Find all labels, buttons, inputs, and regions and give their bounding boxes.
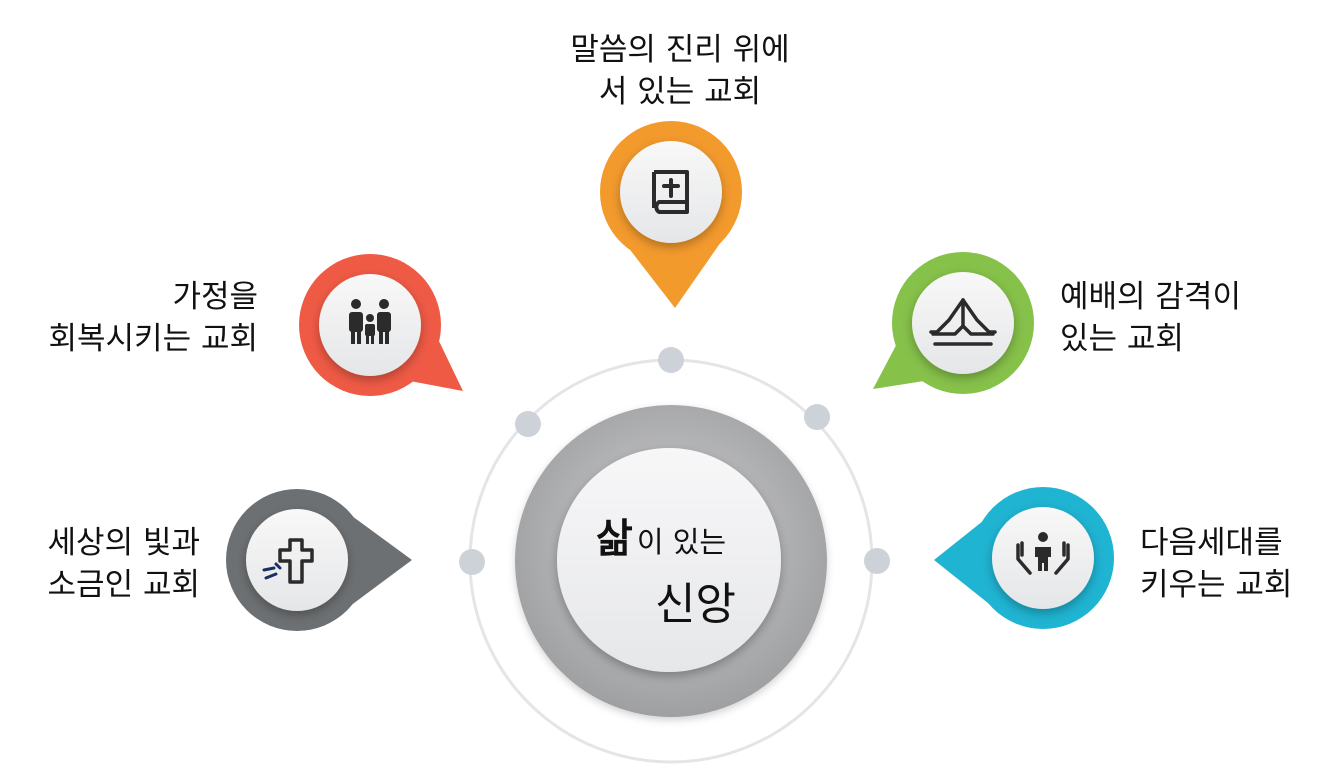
family-icon — [349, 299, 391, 344]
center-small-text: 이 있는 — [636, 525, 727, 559]
label-word: 말씀의 진리 위에 서 있는 교회 — [545, 29, 815, 113]
center-big-char: 삶 — [596, 516, 633, 562]
bible-icon — [652, 170, 689, 214]
praying-hands-icon — [929, 298, 997, 346]
label-worship-line1: 예배의 감격이 — [1060, 279, 1241, 315]
orbit-dot-left — [459, 549, 485, 575]
label-worship: 예배의 감격이 있는 교회 — [1060, 276, 1241, 360]
pin-family — [299, 254, 463, 396]
center-main-title: 신앙 — [655, 579, 736, 630]
orbit-dot-top — [658, 347, 684, 373]
pin-light — [226, 489, 412, 631]
label-word-line1: 말씀의 진리 위에 — [570, 32, 790, 68]
label-worship-line2: 있는 교회 — [1060, 321, 1184, 357]
center-hub — [515, 405, 827, 717]
orbit-dot-upper-right — [804, 404, 830, 430]
label-light: 세상의 빛과 소금인 교회 — [0, 522, 200, 606]
label-family-line2: 회복시키는 교회 — [48, 321, 259, 357]
orbit-dot-right — [864, 548, 890, 574]
label-nextgen-line2: 키우는 교회 — [1140, 567, 1293, 603]
label-light-line1: 세상의 빛과 — [47, 525, 200, 561]
pin-nextgen — [934, 487, 1114, 629]
child-hands-icon — [1016, 532, 1070, 575]
cross-icon — [262, 538, 314, 584]
pin-worship — [873, 252, 1034, 394]
orbit-dot-upper-left — [515, 411, 541, 437]
pin-word — [600, 121, 742, 308]
label-word-line2: 서 있는 교회 — [598, 74, 762, 110]
label-family-line1: 가정을 — [172, 279, 258, 315]
label-light-line2: 소금인 교회 — [47, 567, 200, 603]
label-nextgen-line1: 다음세대를 — [1140, 525, 1283, 561]
label-nextgen: 다음세대를 키우는 교회 — [1140, 522, 1292, 606]
label-family: 가정을 회복시키는 교회 — [0, 276, 259, 360]
